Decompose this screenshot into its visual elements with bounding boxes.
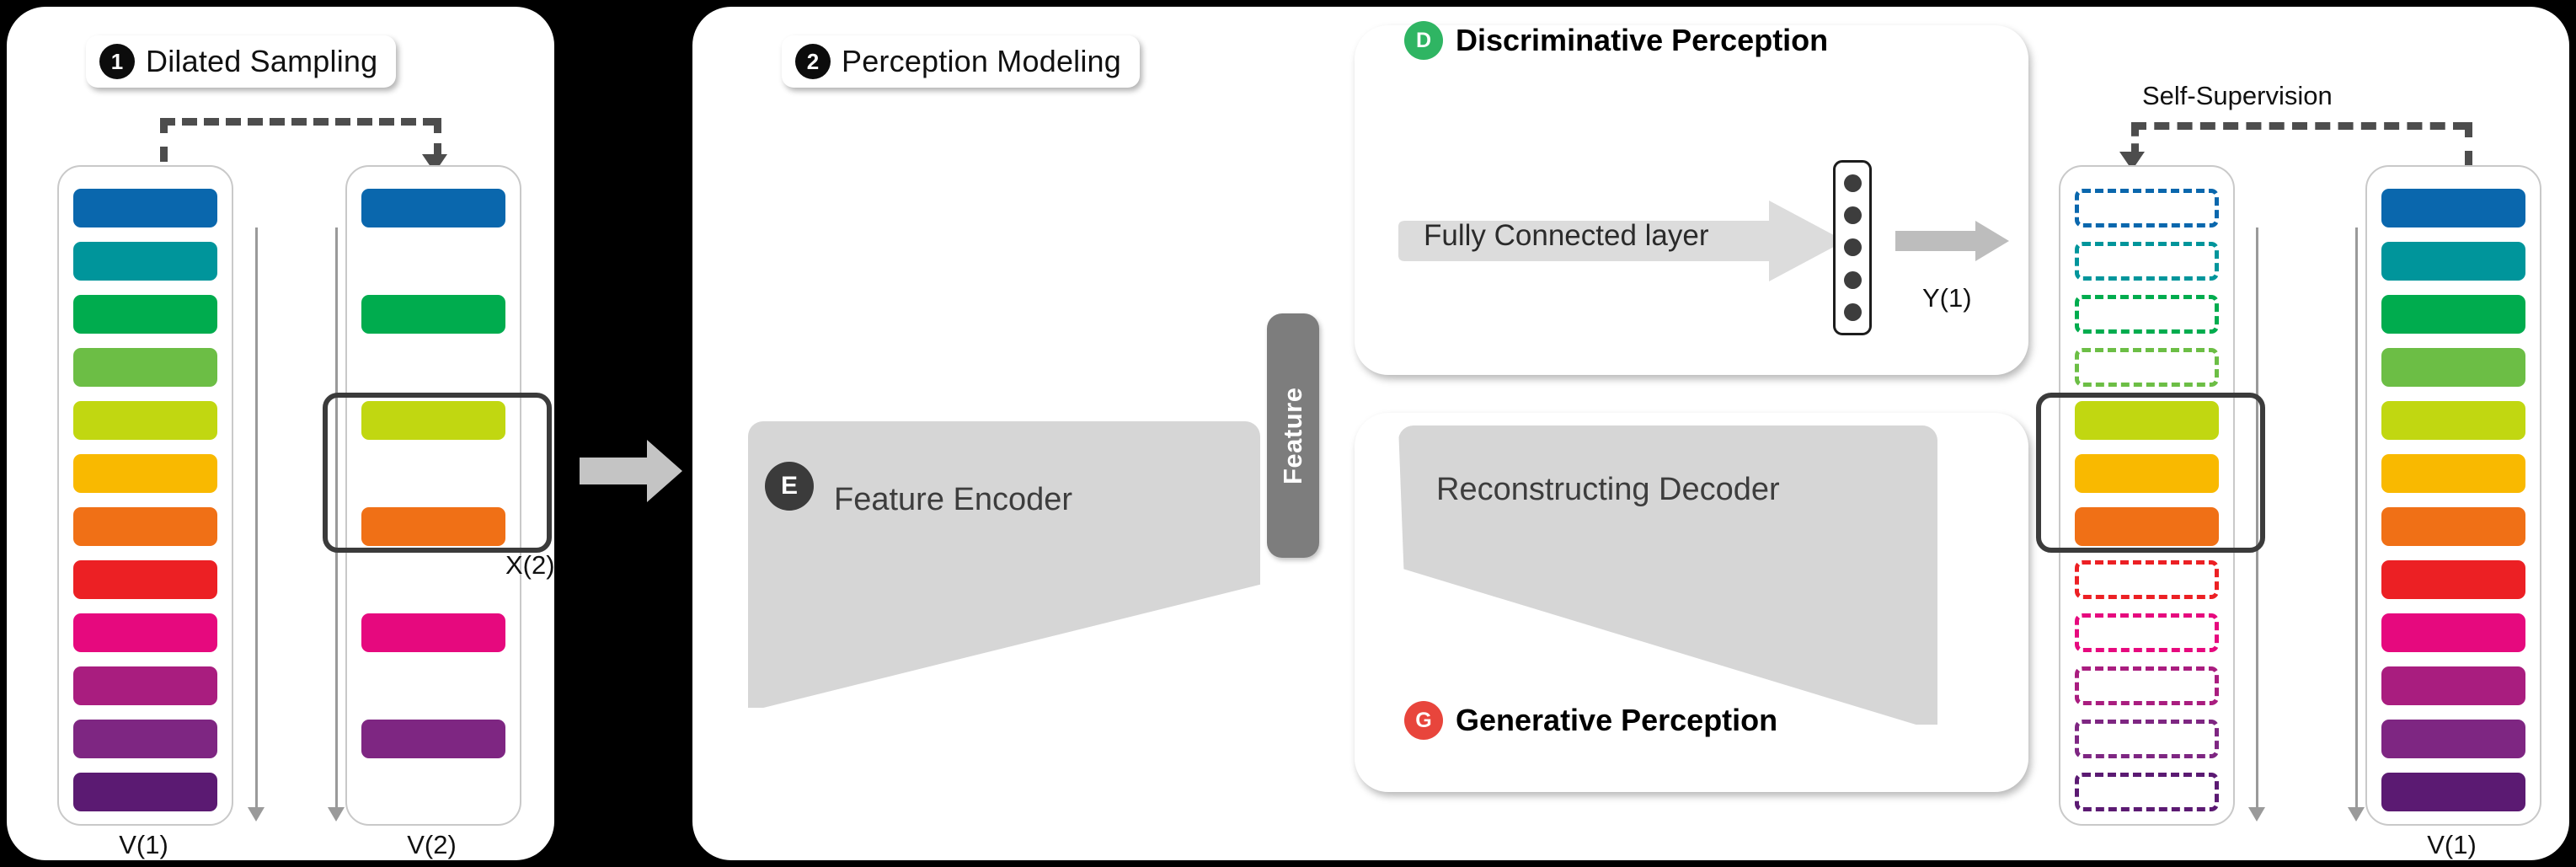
column-v2 bbox=[345, 165, 521, 826]
bar-v1-right-4 bbox=[2381, 348, 2525, 387]
dilation-connector-left-stub bbox=[160, 118, 168, 162]
bar-v2-3 bbox=[361, 295, 505, 334]
bar-v1-left-4 bbox=[73, 348, 217, 387]
selection-box-x2 bbox=[323, 393, 552, 553]
bar-y1-reconstruction-8 bbox=[2075, 560, 2219, 599]
feature-encoder-label: Feature Encoder bbox=[834, 482, 1073, 517]
bar-v1-left-8 bbox=[73, 560, 217, 599]
stage-transition-arrow bbox=[580, 440, 682, 502]
bar-v2-7 bbox=[361, 507, 505, 546]
bar-v2-1 bbox=[361, 189, 505, 227]
bar-y1-reconstruction-11 bbox=[2075, 720, 2219, 758]
column-v2-order-arrow bbox=[328, 227, 345, 822]
bar-v1-left-9 bbox=[73, 613, 217, 652]
step-badge-dilated-sampling: 1 Dilated Sampling bbox=[86, 35, 397, 88]
bar-v1-left-6 bbox=[73, 454, 217, 493]
bar-v1-left-1 bbox=[73, 189, 217, 227]
bar-y1-reconstruction-2 bbox=[2075, 242, 2219, 281]
generative-perception-header: G Generative Perception bbox=[1404, 701, 1777, 740]
bar-y1-reconstruction-4 bbox=[2075, 348, 2219, 387]
step-title: Dilated Sampling bbox=[146, 44, 378, 78]
annotation-self-supervision: Self-Supervision bbox=[2142, 81, 2333, 110]
reconstructing-decoder-label: Reconstructing Decoder bbox=[1436, 472, 1780, 507]
bar-y1-reconstruction-6 bbox=[2075, 454, 2219, 493]
bar-y1-reconstruction-3 bbox=[2075, 295, 2219, 334]
feature-bar bbox=[1267, 313, 1319, 558]
bar-v1-right-7 bbox=[2381, 507, 2525, 546]
column-v1-left-label: V(1) bbox=[119, 830, 168, 859]
discriminative-perception-header: D Discriminative Perception bbox=[1404, 21, 1828, 60]
bar-v1-right-2 bbox=[2381, 242, 2525, 281]
step-number-icon: 2 bbox=[795, 44, 831, 79]
bar-v1-left-5 bbox=[73, 401, 217, 440]
bar-v1-left-7 bbox=[73, 507, 217, 546]
bar-v1-left-10 bbox=[73, 666, 217, 705]
self-supervision-connector-left-stub bbox=[2131, 122, 2139, 158]
bar-v2-11 bbox=[361, 720, 505, 758]
encoder-badge-icon: E bbox=[765, 462, 814, 511]
fully-connected-layer-label: Fully Connected layer bbox=[1424, 219, 1709, 252]
column-v1-left bbox=[57, 165, 233, 826]
panel-discriminative-perception bbox=[1355, 25, 2028, 375]
discriminative-badge-icon: D bbox=[1404, 21, 1443, 60]
y1-output-arrow bbox=[1895, 221, 2009, 261]
bar-v1-left-3 bbox=[73, 295, 217, 334]
bar-v1-left-11 bbox=[73, 720, 217, 758]
neuron-dot-icon bbox=[1843, 270, 1862, 289]
column-v1-right bbox=[2365, 165, 2541, 826]
column-y1-order-arrow bbox=[2248, 227, 2265, 822]
bar-v2-5 bbox=[361, 401, 505, 440]
dilation-connector-horizontal bbox=[160, 118, 438, 126]
bar-y1-reconstruction-5 bbox=[2075, 401, 2219, 440]
column-v1-right-order-arrow bbox=[2348, 227, 2365, 822]
bar-v1-right-11 bbox=[2381, 720, 2525, 758]
column-v1-left-order-arrow bbox=[248, 227, 265, 822]
annotation-y1: Y(1) bbox=[1922, 283, 1972, 313]
feature-bar-label: Feature bbox=[1278, 387, 1307, 484]
neuron-dot-icon bbox=[1843, 303, 1862, 322]
bar-v1-left-2 bbox=[73, 242, 217, 281]
bar-v2-9 bbox=[361, 613, 505, 652]
bar-v1-right-8 bbox=[2381, 560, 2525, 599]
annotation-x2: X(2) bbox=[505, 550, 555, 580]
column-v1-right-label: V(1) bbox=[2427, 830, 2477, 859]
neuron-dot-icon bbox=[1843, 206, 1862, 225]
bar-y1-reconstruction-1 bbox=[2075, 189, 2219, 227]
generative-perception-label: Generative Perception bbox=[1456, 703, 1778, 737]
bar-v1-right-10 bbox=[2381, 666, 2525, 705]
step-title: Perception Modeling bbox=[842, 44, 1122, 78]
bar-y1-reconstruction-9 bbox=[2075, 613, 2219, 652]
self-supervision-connector-right-stub bbox=[2465, 122, 2472, 166]
neuron-dot-icon bbox=[1843, 238, 1862, 257]
bar-v1-right-12 bbox=[2381, 773, 2525, 811]
neuron-dot-icon bbox=[1843, 174, 1862, 192]
bar-y1-reconstruction-7 bbox=[2075, 507, 2219, 546]
bar-v1-right-5 bbox=[2381, 401, 2525, 440]
bar-v1-right-9 bbox=[2381, 613, 2525, 652]
fully-connected-arrow bbox=[1398, 201, 1845, 281]
column-y1-reconstruction bbox=[2059, 165, 2235, 826]
bar-v1-right-1 bbox=[2381, 189, 2525, 227]
column-v2-label: V(2) bbox=[407, 830, 457, 859]
bar-y1-reconstruction-12 bbox=[2075, 773, 2219, 811]
step-badge-perception-modeling: 2 Perception Modeling bbox=[782, 35, 1141, 88]
bar-v1-left-12 bbox=[73, 773, 217, 811]
selection-box-reconstruction bbox=[2036, 393, 2265, 553]
discriminative-perception-label: Discriminative Perception bbox=[1456, 23, 1829, 57]
bar-y1-reconstruction-10 bbox=[2075, 666, 2219, 705]
bar-v1-right-3 bbox=[2381, 295, 2525, 334]
step-number-icon: 1 bbox=[99, 44, 135, 79]
output-neuron-stack bbox=[1833, 160, 1872, 335]
generative-badge-icon: G bbox=[1404, 701, 1443, 740]
dilation-connector-right-stub bbox=[434, 118, 441, 158]
bar-v1-right-6 bbox=[2381, 454, 2525, 493]
self-supervision-connector-horizontal bbox=[2131, 122, 2468, 130]
